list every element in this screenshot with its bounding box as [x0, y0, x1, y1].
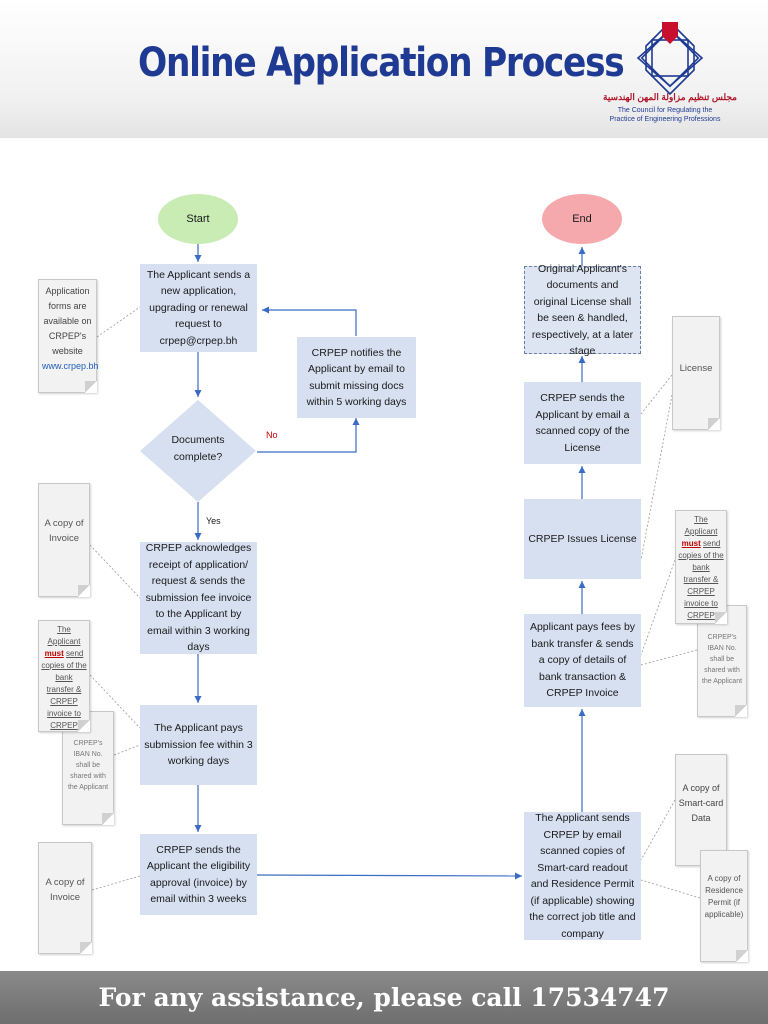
note-invoice-copy: A copy of Invoice	[38, 483, 90, 597]
footer-banner	[0, 971, 768, 1024]
note-license: License	[672, 316, 720, 430]
note-must-send-right: The Applicant must send copies of the ba…	[675, 510, 727, 624]
step-eligibility-approval: CRPEP sends the Applicant the eligibilit…	[140, 834, 257, 915]
logo-arabic-text: مجلس تنظيم مزاولة المهن الهندسية	[603, 92, 737, 102]
note-invoice-copy-bottom: A copy of Invoice	[38, 842, 92, 954]
step-pay-fees: Applicant pays fees by bank transfer & s…	[524, 614, 641, 707]
decision-diamond	[140, 400, 256, 502]
step-issue-license: CRPEP Issues License	[524, 499, 641, 579]
step-notify-missing-docs: CRPEP notifies the Applicant by email to…	[297, 337, 416, 418]
note-residence-permit: A copy of Residence Permit (if applicabl…	[700, 850, 748, 962]
step-send-license-copy: CRPEP sends the Applicant by email a sca…	[524, 382, 641, 464]
step-pay-submission-fee: The Applicant pays submission fee within…	[140, 705, 257, 785]
step-send-scanned-copies: The Applicant sends CRPEP by email scann…	[524, 812, 641, 940]
start-node: Start	[158, 194, 238, 244]
council-logo-icon	[636, 18, 704, 96]
assistance-text: For any assistance, please call 17534747	[98, 983, 670, 1012]
page-title: Online Application Process	[138, 40, 625, 86]
website-link[interactable]: www.crpep.bh	[42, 361, 99, 371]
step-acknowledge-receipt: CRPEP acknowledges receipt of applicatio…	[140, 542, 257, 654]
step-original-documents: Original Applicant's documents and origi…	[524, 263, 641, 357]
logo-english-text: The Council for Regulating the Practice …	[609, 107, 721, 123]
yes-label: Yes	[206, 516, 221, 526]
header-banner	[0, 0, 768, 138]
end-node: End	[542, 194, 622, 244]
note-must-send-left: The Applicant must send copies of the ba…	[38, 620, 90, 732]
decision-documents-complete: Documents complete?	[171, 434, 225, 463]
note-application-forms: Application forms are available on CRPEP…	[38, 279, 99, 393]
no-label: No	[266, 430, 278, 440]
step-send-application: The Applicant sends a new application, u…	[140, 264, 257, 352]
